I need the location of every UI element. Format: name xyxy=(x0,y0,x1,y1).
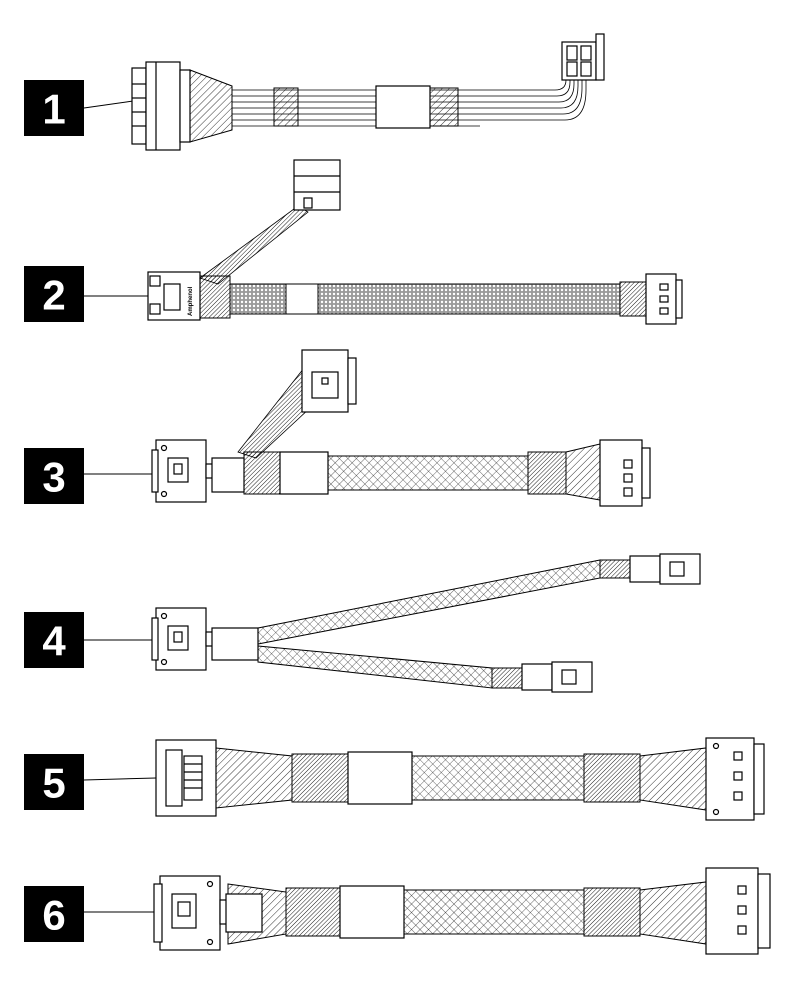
callout-number-4: 4 xyxy=(42,618,66,665)
cable-2-label-sleeve xyxy=(285,283,319,315)
cable-3: 3 xyxy=(24,349,651,507)
callout-number-2: 2 xyxy=(42,272,65,319)
callout-number-1: 1 xyxy=(42,86,65,133)
sata-connector-lower xyxy=(521,661,593,693)
callout-6: 6 xyxy=(24,886,156,942)
cable-3-braid xyxy=(327,455,529,491)
cable-3-strain-relief xyxy=(243,451,281,495)
cable-4-lower-relief xyxy=(491,667,523,689)
cable-5-fanout-left xyxy=(215,747,293,809)
callout-3: 3 xyxy=(24,448,154,504)
cable-6: 6 xyxy=(24,867,771,955)
cable-6-fanout-right xyxy=(639,881,707,945)
cable-3-fanout xyxy=(565,443,601,501)
cable-4-boot xyxy=(211,627,259,661)
cable-6-label-sleeve xyxy=(339,885,405,939)
mcio-connector-top xyxy=(301,349,357,413)
cable-4-branch-lower xyxy=(257,645,493,689)
cable-6-boot xyxy=(225,893,263,933)
mcio-connector-6 xyxy=(153,875,229,951)
cable-5-band-left xyxy=(291,753,349,803)
cable-3-boot xyxy=(211,457,245,493)
slimline-connector-left: Amphenol xyxy=(147,271,201,321)
cable-2: 2 Amphenol xyxy=(24,159,683,325)
slimline-connector-right xyxy=(645,273,683,325)
cable-5: 5 xyxy=(24,737,765,821)
brand-label-2: Amphenol xyxy=(188,286,194,316)
sata-connector-upper xyxy=(629,553,701,585)
slimline-connector-6-right xyxy=(705,867,771,955)
cable-5-fanout-right xyxy=(639,747,707,811)
cable-2-braid-right xyxy=(317,283,621,315)
cable-2-branch xyxy=(199,205,309,285)
cable-5-label-sleeve xyxy=(347,751,413,805)
cable-2-braid-left xyxy=(229,283,287,315)
mcio-connector-right xyxy=(599,439,651,507)
cable-3-branch xyxy=(237,367,311,459)
sata-connector-top xyxy=(293,159,341,211)
cable-6-braid xyxy=(403,889,585,935)
callout-4: 4 xyxy=(24,612,154,668)
cable-4: 4 xyxy=(24,553,701,693)
power-connector-right xyxy=(561,33,605,81)
cable-6-band-left xyxy=(285,887,341,937)
cable-1-band-2 xyxy=(429,87,459,127)
cable-1-label-sleeve xyxy=(375,85,431,129)
cable-4-branch-upper xyxy=(257,559,601,645)
callout-1: 1 xyxy=(24,80,141,136)
callout-5: 5 xyxy=(24,754,157,810)
callout-number-3: 3 xyxy=(42,454,65,501)
cable-5-band-right xyxy=(583,753,641,803)
callout-2: 2 xyxy=(24,266,150,322)
callout-number-6: 6 xyxy=(42,892,65,939)
cable-6-band-right xyxy=(583,887,641,937)
callout-number-5: 5 xyxy=(42,760,65,807)
cable-1: 1 xyxy=(24,33,605,151)
power-connector-left xyxy=(131,61,191,151)
cable-1-sleeve xyxy=(189,69,233,143)
mcio-connector-4 xyxy=(151,607,215,671)
cable-4-upper-relief xyxy=(599,559,631,579)
cable-1-band-1 xyxy=(273,87,299,127)
cable-5-braid xyxy=(411,755,585,801)
slimline-connector-5-right xyxy=(705,737,765,821)
cable-3-label-sleeve xyxy=(279,451,329,495)
mcio-connector-left xyxy=(151,439,215,503)
slimline-connector-5-left xyxy=(155,739,217,817)
cable-3-band-right xyxy=(527,451,567,495)
cable-2-strain-relief-right xyxy=(619,281,647,317)
cable-2-strain-relief xyxy=(199,275,231,319)
